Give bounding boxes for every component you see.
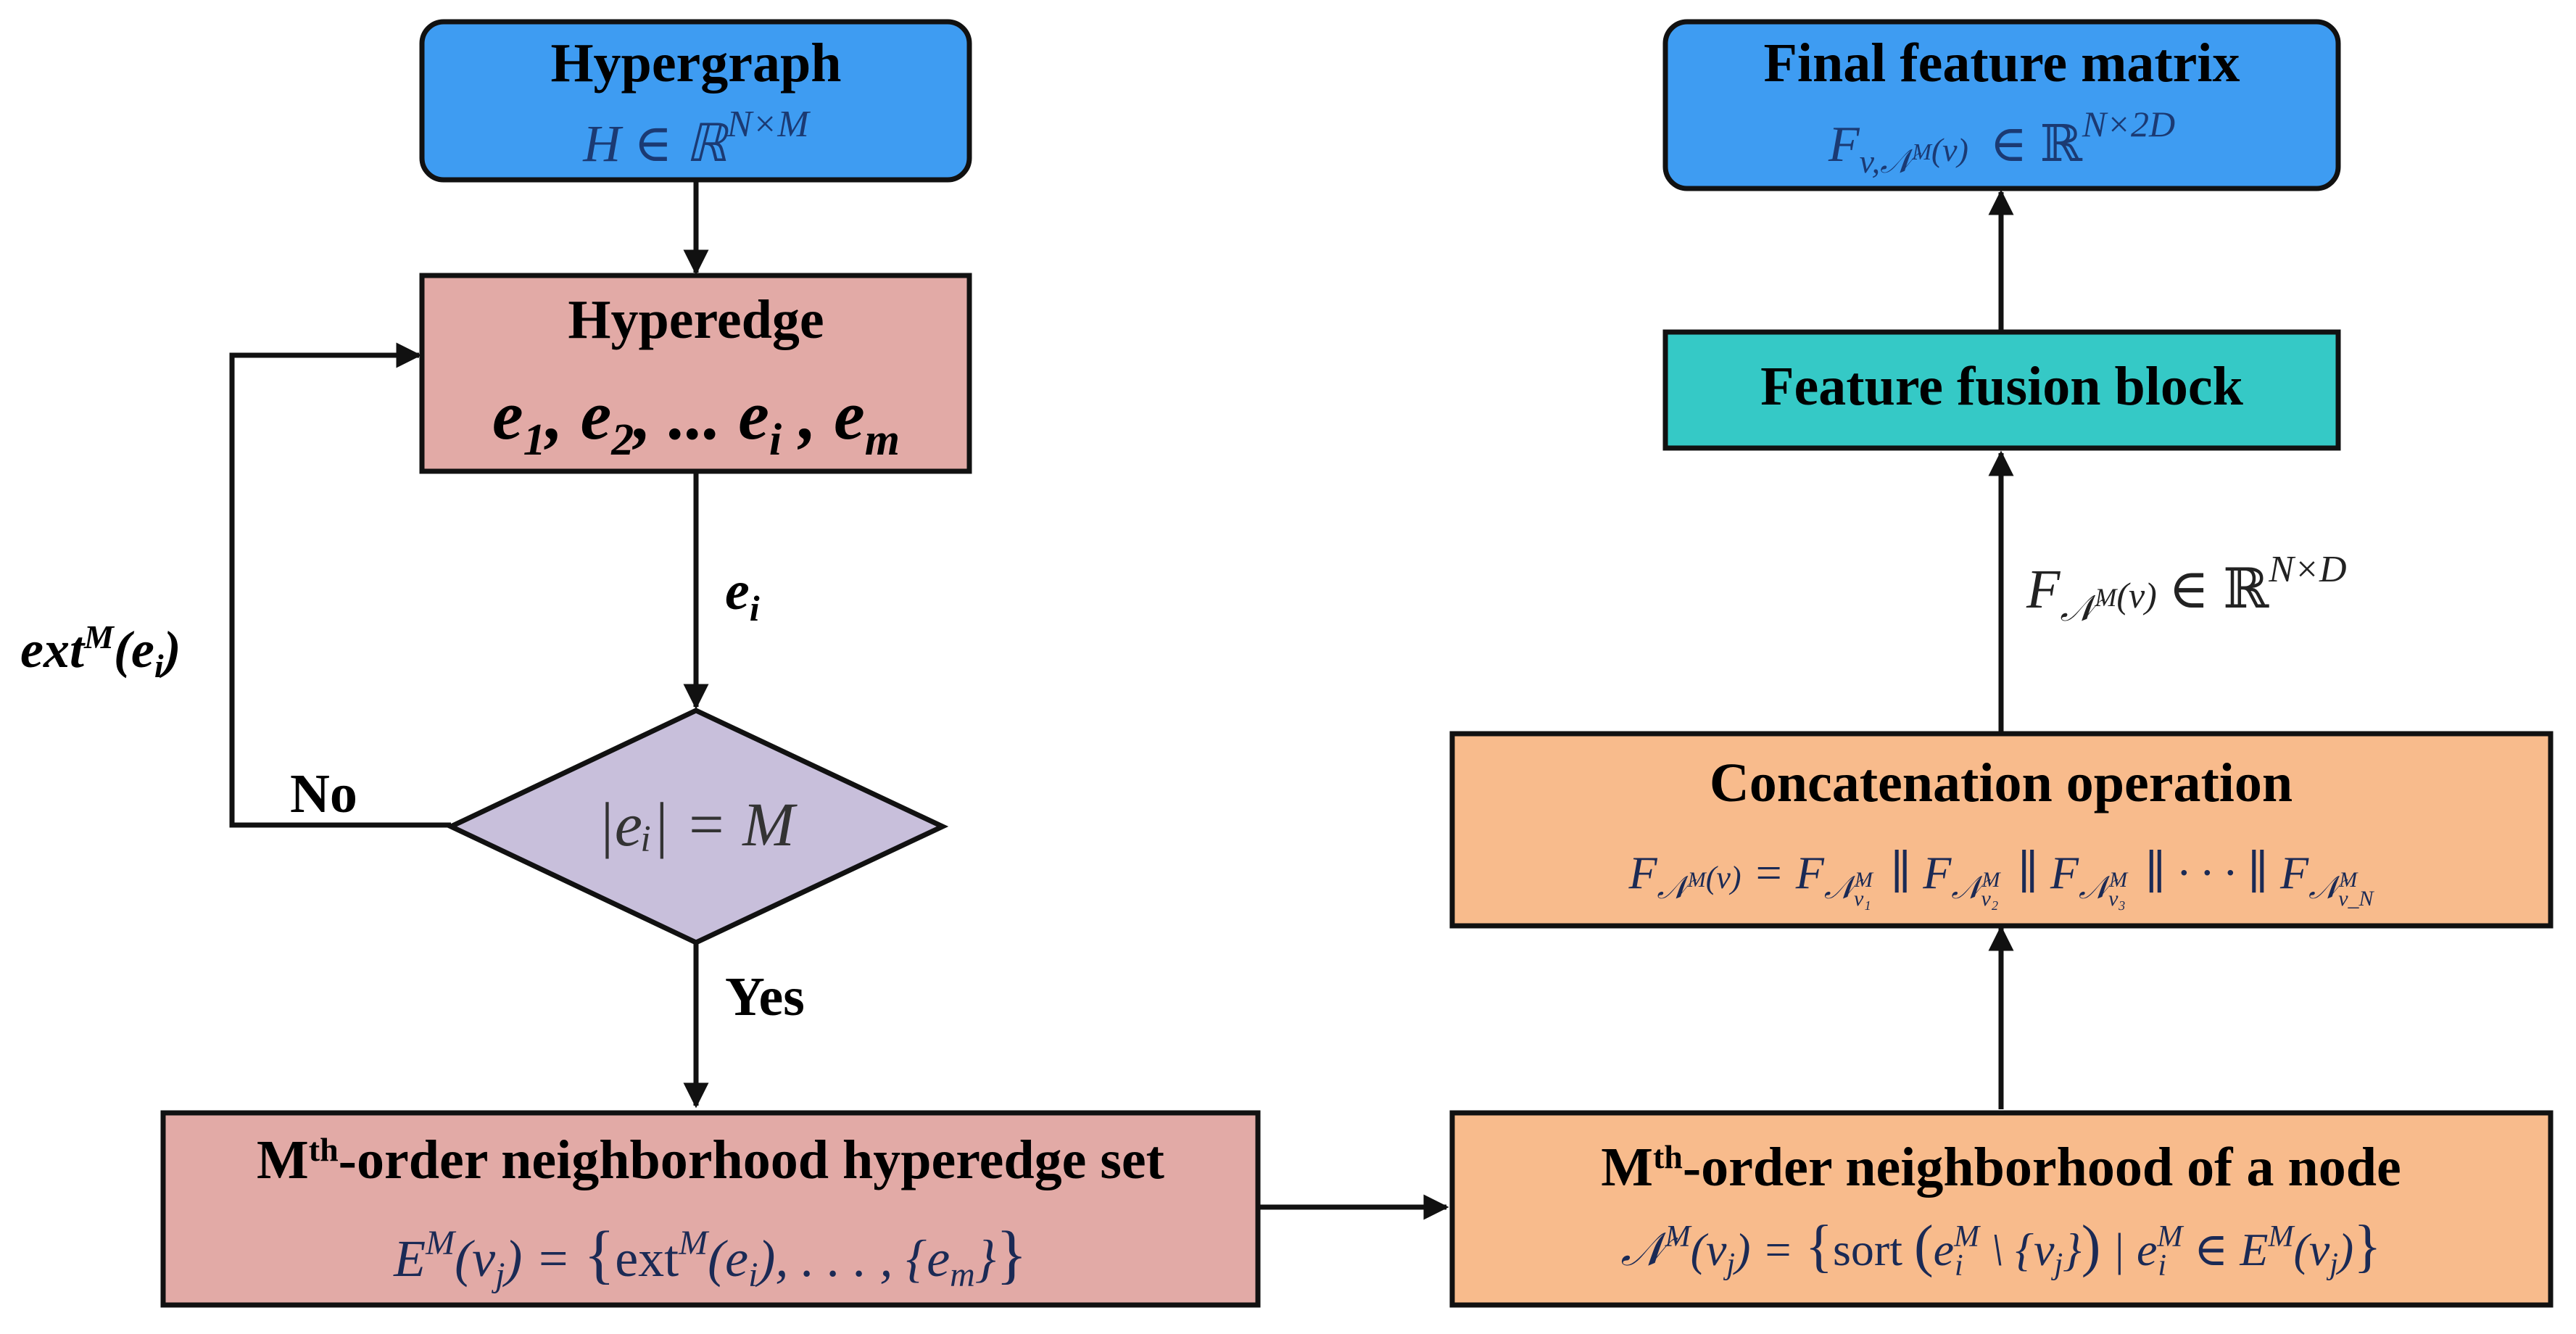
hypergraph-title: Hypergraph xyxy=(550,33,841,94)
node-neighborhood-box xyxy=(1449,1110,2554,1308)
node-node-neighborhood: Mth-order neighborhood of a node 𝒩M(vj) … xyxy=(1449,1110,2554,1308)
edge-label-ext: extM(ei) xyxy=(20,618,181,684)
hyperedge-sequence: e1, e2, ... ei , em xyxy=(492,376,900,465)
final-title: Final feature matrix xyxy=(1763,33,2240,94)
node-final: Final feature matrix Fv,𝒩M(v) ∈ ℝN×2D xyxy=(1662,19,2341,191)
node-hyperedge: Hyperedge e1, e2, ... ei , em xyxy=(419,273,972,474)
node-hyperedge-set: Mth-order neighborhood hyperedge set EM(… xyxy=(160,1110,1261,1308)
hyperedge-box xyxy=(419,273,972,474)
node-hypergraph: Hypergraph H ∈ ℝN×M xyxy=(419,19,972,183)
node-fusion: Feature fusion block xyxy=(1662,329,2341,451)
concatenation-title: Concatenation operation xyxy=(1710,753,2293,813)
fusion-box xyxy=(1662,329,2341,451)
concatenation-box xyxy=(1449,731,2554,929)
condition-formula: |eᵢ| = M xyxy=(597,790,798,859)
edge-label-yes: Yes xyxy=(725,966,805,1027)
fusion-input-label: F𝒩M(v)∈ ℝN×D xyxy=(2026,549,2347,629)
edges xyxy=(229,180,2014,1220)
hypergraph-formula: H ∈ ℝN×M xyxy=(582,104,811,173)
edge-condition-no-loop xyxy=(229,342,451,828)
hyperedge-set-title: Mth-order neighborhood hyperedge set xyxy=(257,1130,1164,1190)
hyperedge-set-box xyxy=(160,1110,1261,1308)
hyperedge-set-formula: EM(vj) = {extM(ei), . . . , {em}} xyxy=(393,1219,1027,1294)
condition-diamond xyxy=(444,708,949,945)
fusion-title: Feature fusion block xyxy=(1760,356,2243,417)
final-box xyxy=(1662,19,2341,191)
hypergraph-box xyxy=(419,19,972,183)
edge-label-ei: ei xyxy=(725,560,760,629)
edge-label-no: No xyxy=(290,763,357,824)
node-neighborhood-title: Mth-order neighborhood of a node xyxy=(1601,1137,2401,1198)
hyperedge-title: Hyperedge xyxy=(568,289,824,350)
node-condition: |eᵢ| = M xyxy=(444,708,949,945)
